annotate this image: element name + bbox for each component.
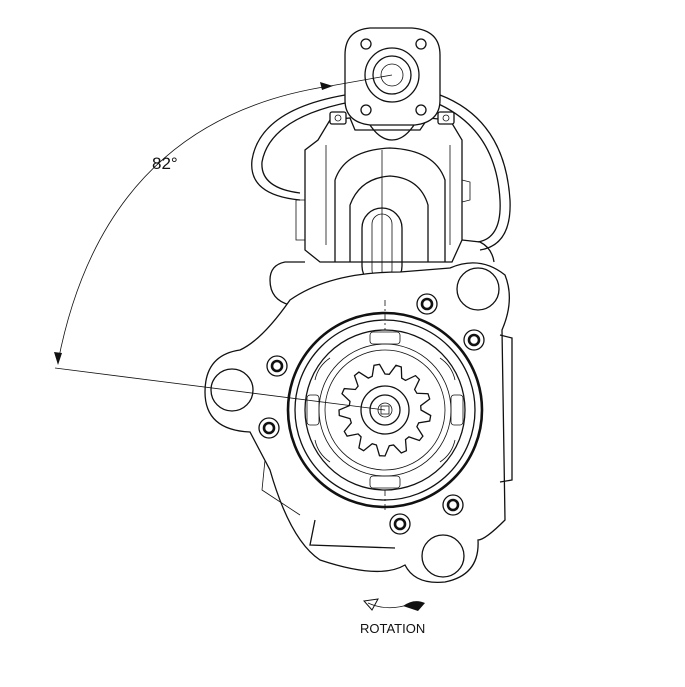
rotation-arrow-icon xyxy=(363,598,425,611)
solenoid-body xyxy=(251,94,511,306)
rotation-indicator: ROTATION xyxy=(360,598,425,636)
flange-bolts xyxy=(258,293,485,535)
solenoid-terminal-cap xyxy=(344,27,441,141)
rotation-label: ROTATION xyxy=(360,621,425,636)
angle-dimension: 82° xyxy=(54,74,393,411)
angle-label: 82° xyxy=(152,154,178,173)
